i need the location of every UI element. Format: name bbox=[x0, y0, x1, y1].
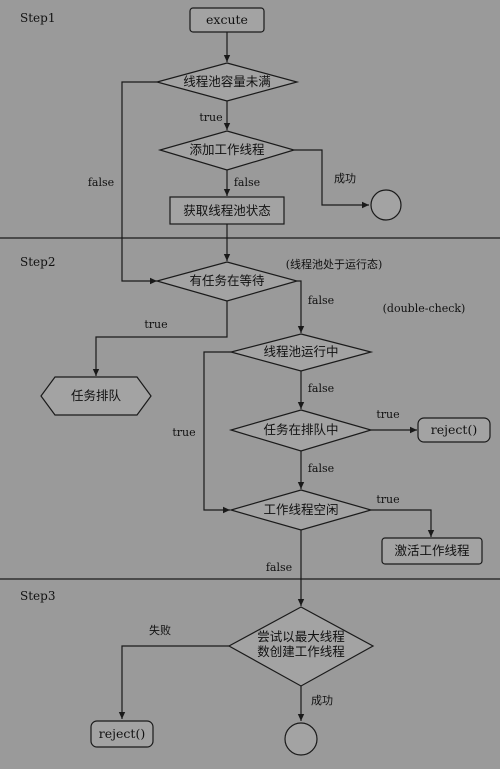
try-max-decision: 尝试以最大线程 数创建工作线程 bbox=[227, 606, 375, 687]
task-waiting-decision: 有任务在等待 bbox=[154, 261, 300, 302]
edge-pool-full-to-task-waiting bbox=[121, 81, 157, 285]
true-label-1: true bbox=[199, 111, 222, 124]
activate-worker-node: 激活工作线程 bbox=[381, 537, 483, 565]
worker-idle-decision: 工作线程空闲 bbox=[228, 489, 374, 531]
end-circle-2 bbox=[284, 722, 318, 756]
task-waiting-text: 有任务在等待 bbox=[189, 273, 265, 288]
true-label-2: true bbox=[144, 318, 167, 331]
true-label-4: true bbox=[376, 408, 399, 421]
pool-in-running-note: (线程池处于运行态) bbox=[286, 257, 383, 271]
success-label-2: 成功 bbox=[311, 694, 333, 707]
false-label-6: false bbox=[266, 561, 292, 574]
add-worker-text: 添加工作线程 bbox=[189, 142, 265, 157]
reject-1-text: reject() bbox=[431, 422, 477, 437]
excute-node: excute bbox=[189, 7, 265, 33]
activate-worker-text: 激活工作线程 bbox=[394, 543, 470, 558]
double-check-note: (double-check) bbox=[383, 302, 466, 315]
false-label-1: false bbox=[88, 176, 114, 189]
false-label-4: false bbox=[308, 382, 334, 395]
edge-task-waiting-false bbox=[297, 280, 305, 333]
step2-label: Step2 bbox=[20, 255, 55, 269]
get-state-text: 获取线程池状态 bbox=[183, 203, 271, 218]
worker-idle-text: 工作线程空闲 bbox=[263, 502, 338, 517]
pool-not-full-text: 线程池容量未满 bbox=[183, 74, 271, 89]
true-label-5: true bbox=[376, 493, 399, 506]
get-state-node: 获取线程池状态 bbox=[169, 196, 285, 225]
step3-label: Step3 bbox=[20, 589, 55, 603]
try-max-text-line2: 数创建工作线程 bbox=[257, 644, 345, 659]
add-worker-decision: 添加工作线程 bbox=[157, 130, 297, 171]
true-label-3: true bbox=[172, 426, 195, 439]
task-queue-node: 任务排队 bbox=[40, 376, 152, 416]
edge-try-max-fail bbox=[118, 645, 229, 719]
edge-add-worker-success bbox=[294, 149, 369, 209]
task-queueing-text: 任务在排队中 bbox=[263, 422, 338, 437]
success-label-1: 成功 bbox=[334, 172, 356, 185]
excute-text: excute bbox=[206, 12, 248, 27]
reject-node-2: reject() bbox=[90, 720, 154, 748]
edge-running-true bbox=[203, 351, 231, 514]
end-circle-1 bbox=[370, 189, 402, 221]
pool-running-text: 线程池运行中 bbox=[263, 344, 338, 359]
false-label-3: false bbox=[308, 294, 334, 307]
false-label-5: false bbox=[308, 462, 334, 475]
step1-label: Step1 bbox=[20, 11, 55, 25]
reject-2-text: reject() bbox=[99, 726, 145, 741]
task-queue-text: 任务排队 bbox=[71, 388, 122, 403]
pool-not-full-decision: 线程池容量未满 bbox=[154, 62, 300, 102]
edge-idle-true bbox=[371, 509, 435, 537]
reject-node-1: reject() bbox=[417, 417, 491, 443]
task-queueing-decision: 任务在排队中 bbox=[228, 409, 374, 452]
edge-task-waiting-true bbox=[92, 301, 228, 376]
fail-label: 失败 bbox=[149, 623, 171, 637]
false-label-2: false bbox=[234, 176, 260, 189]
pool-running-decision: 线程池运行中 bbox=[228, 333, 374, 372]
try-max-text-line1: 尝试以最大线程 bbox=[257, 629, 345, 644]
